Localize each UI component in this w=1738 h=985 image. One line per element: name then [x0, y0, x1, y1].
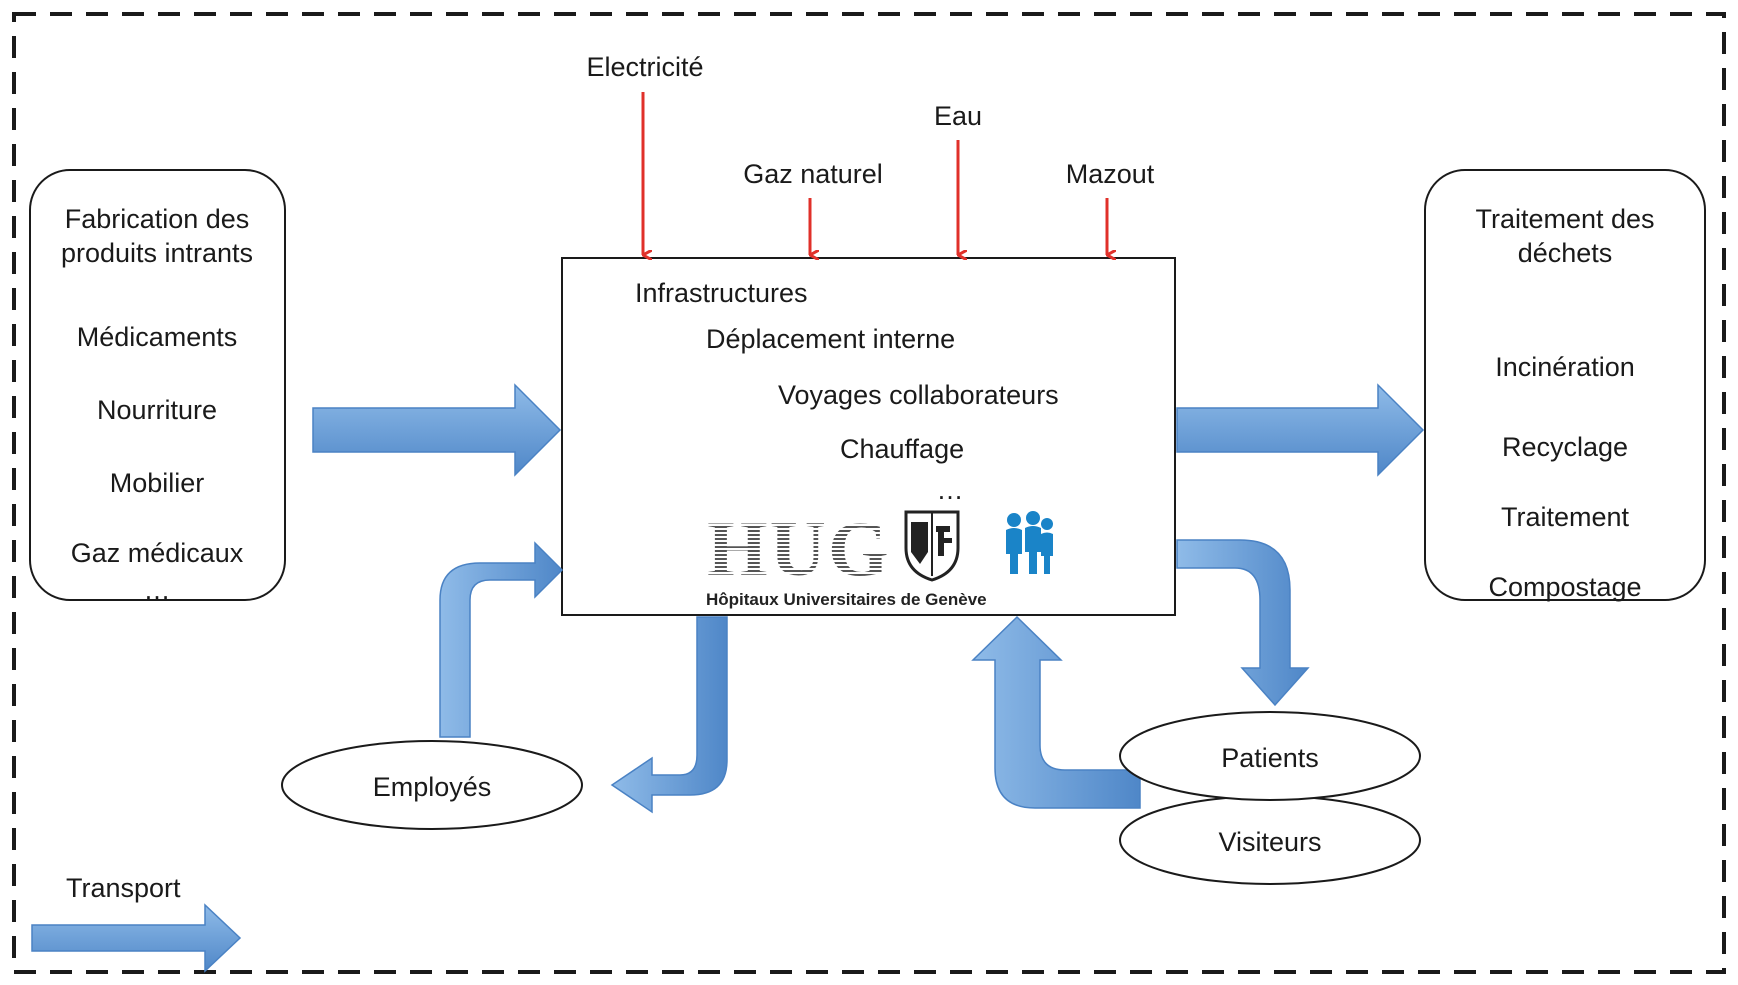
hospital-to-employes-arrow [610, 616, 728, 814]
hug-people-icon [1006, 511, 1053, 574]
inputs-item: Gaz médicaux [70, 538, 244, 568]
hospital-box [561, 257, 1176, 616]
eau-label: Eau [933, 101, 983, 131]
waste-title-line1: Traitement des [1475, 204, 1655, 234]
hospital-item: Voyages collaborateurs [778, 380, 1059, 410]
inputs-title-line1: Fabrication des [64, 204, 250, 234]
employes-to-hospital-arrow [439, 541, 564, 738]
visiteurs-label: Visiteurs [1218, 827, 1322, 857]
waste-title-line2: déchets [1517, 238, 1613, 268]
inputs-box [29, 169, 286, 601]
hospital-item: Déplacement interne [706, 324, 956, 354]
waste-box [1424, 169, 1706, 601]
inputs-to-hospital-arrow [312, 383, 562, 477]
visitors-to-hospital-arrow [971, 615, 1141, 809]
employes-label: Employés [372, 772, 492, 802]
hug-logo-text: HUG [707, 505, 891, 592]
legend-transport-arrow [31, 903, 242, 973]
inputs-item: Nourriture [96, 395, 218, 425]
waste-item: Traitement [1500, 502, 1630, 532]
waste-item: Recyclage [1501, 432, 1629, 462]
inputs-item: Mobilier [109, 468, 205, 498]
hospital-item: Chauffage [840, 434, 965, 464]
legend-transport-label: Transport [66, 873, 181, 903]
inputs-item: Médicaments [76, 322, 238, 352]
patients-ellipse [1119, 711, 1421, 801]
employes-ellipse [281, 740, 583, 830]
hospital-item: … [936, 475, 964, 505]
mazout-label: Mazout [1065, 159, 1155, 189]
geneva-shield-icon [904, 510, 960, 582]
electricite-label: Electricité [586, 52, 704, 82]
gaz-naturel-label: Gaz naturel [743, 159, 883, 189]
hospital-to-waste-arrow [1176, 383, 1425, 477]
waste-item: Compostage [1488, 572, 1642, 602]
hospital-item: Infrastructures [635, 278, 808, 308]
inputs-item: … [143, 575, 171, 605]
inputs-title-line2: produits intrants [60, 238, 254, 268]
waste-item: Incinération [1495, 352, 1635, 382]
hug-logo-subtitle: Hôpitaux Universitaires de Genève [706, 590, 987, 609]
hospital-to-patients-arrow [1176, 539, 1310, 707]
patients-label: Patients [1221, 743, 1319, 773]
